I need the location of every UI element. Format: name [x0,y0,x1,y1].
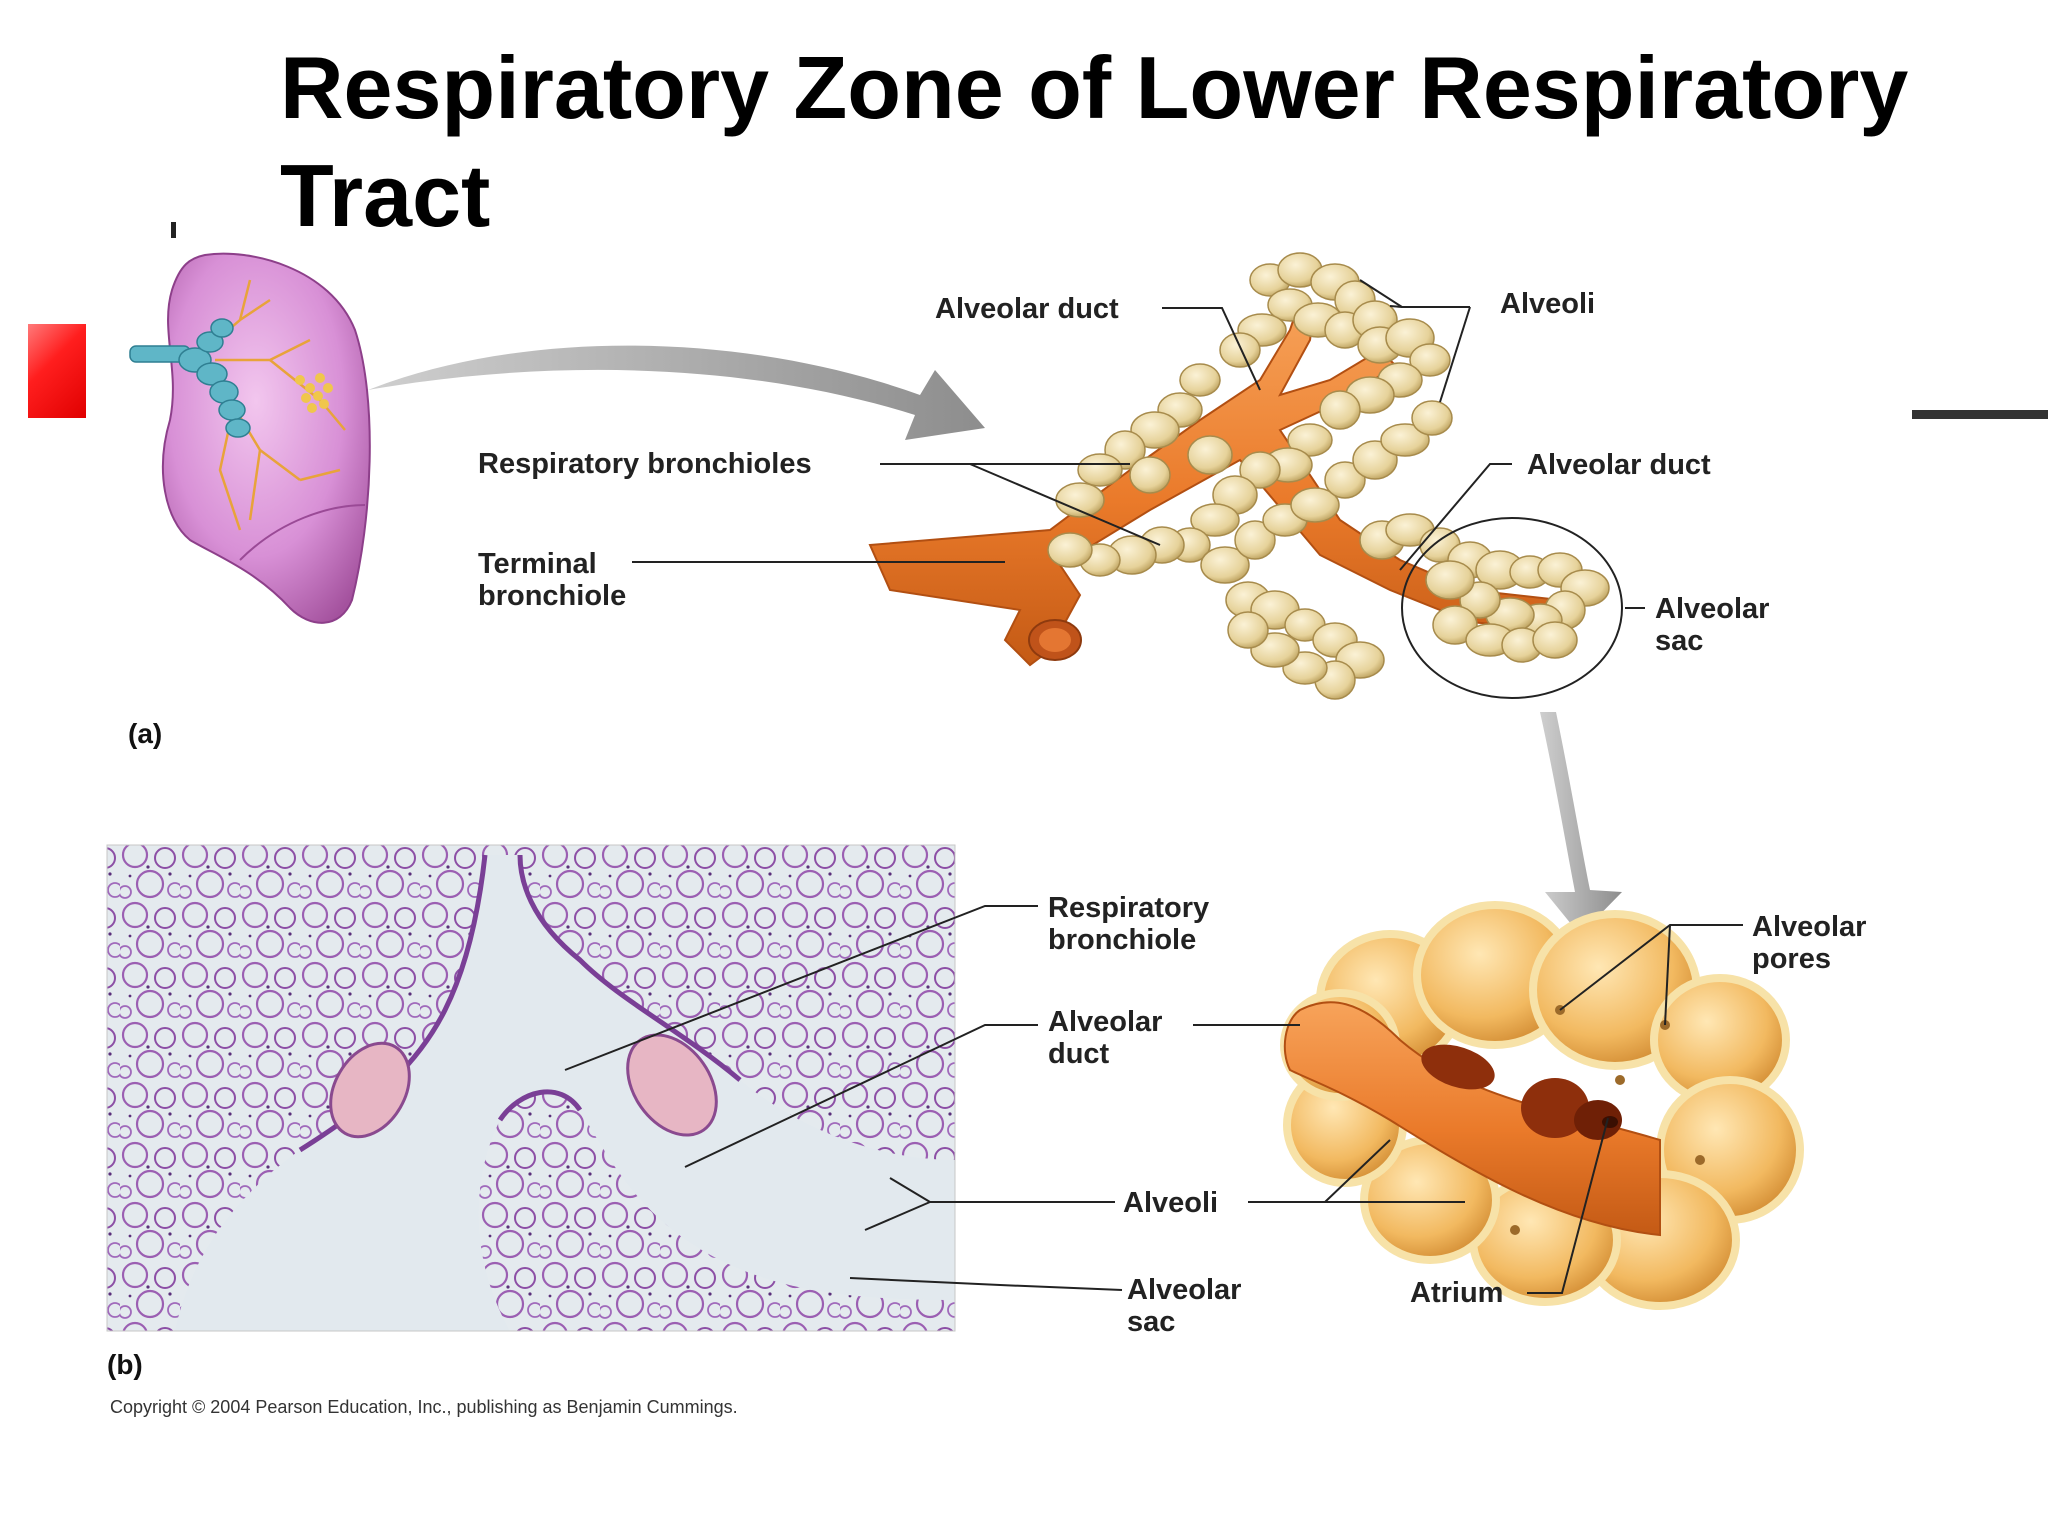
label-alveolar-sac-b-line2: sac [1127,1306,1175,1338]
alveolar-pore [1695,1155,1705,1165]
label-terminal-bronchiole-line1: Terminal [478,548,597,580]
label-alveoli-b: Alveoli [1123,1187,1218,1219]
panel-label-b: (b) [107,1349,143,1380]
label-alveoli-top: Alveoli [1500,288,1595,320]
alveolus [1409,343,1451,377]
histology-micrograph [106,844,956,1332]
alveolus [1532,621,1578,659]
alveolus [1047,532,1093,568]
slide-title: Respiratory Zone of Lower Respiratory Tr… [280,38,1909,245]
alveolus [1290,487,1340,523]
label-respiratory-bronchiole-b-line1: Respiratory [1048,892,1209,924]
label-alveolar-pores-line1: Alveolar [1752,911,1866,943]
slide-bullet-tick [171,222,176,238]
label-alveolar-sac-a-line2: sac [1655,625,1703,657]
label-alveolar-duct-right: Alveolar duct [1527,449,1711,481]
alveolus [1319,390,1361,430]
leader-lines [564,279,1743,1294]
alveolus [1425,560,1475,600]
alveolus [1234,520,1276,560]
alveoli-cluster [1047,252,1610,700]
label-terminal-bronchiole-line2: bronchiole [478,580,626,612]
label-respiratory-bronchiole-b-line2: bronchiole [1048,924,1196,956]
alveolus [1077,453,1123,487]
label-alveolar-duct-b-line2: duct [1048,1038,1110,1070]
alveolus [1187,435,1233,475]
label-alveolar-duct-top: Alveolar duct [935,293,1119,325]
alveolus [1324,461,1366,499]
zoom-arrow-detail [1540,712,1622,935]
label-respiratory-bronchioles: Respiratory bronchioles [478,448,812,480]
label-alveolar-pores-line2: pores [1752,943,1831,975]
alveolus [1432,605,1478,645]
copyright-notice: Copyright © 2004 Pearson Education, Inc.… [110,1397,738,1417]
label-atrium: Atrium [1410,1277,1503,1309]
alveolus [1129,456,1171,494]
label-alveolar-duct-b-line1: Alveolar [1048,1006,1162,1038]
alveolus [1219,332,1261,368]
alveolar-sac-highlight [1401,517,1623,699]
alveolus [1227,611,1269,649]
alveolus [1200,546,1250,584]
alveolus [1411,400,1453,436]
zoom-arrow-a [368,345,985,440]
alveolus [1130,411,1180,449]
alveolus [1239,451,1281,489]
alveolus [1287,423,1333,457]
label-alveolar-sac-b-line1: Alveolar [1127,1274,1241,1306]
alveolus [1190,503,1240,537]
slide-accent-marker [28,324,86,418]
detail-duct [1283,1001,1661,1237]
slide-right-rule [1912,410,2048,419]
alveolus [1380,423,1430,457]
alveolar-pore [1615,1075,1625,1085]
alveolus [1179,363,1221,397]
label-alveolar-sac-a-line1: Alveolar [1655,593,1769,625]
alveolar-pore [1510,1225,1520,1235]
lung-illustration [129,252,371,624]
panel-label-a: (a) [128,718,162,749]
